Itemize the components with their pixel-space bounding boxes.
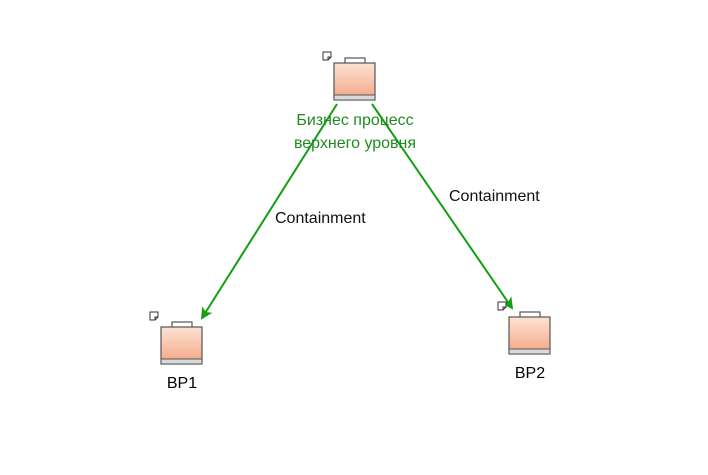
bp2-node-icon[interactable] [497,301,551,355]
bp1-node-icon[interactable] [149,311,203,365]
edge-label-root-bp1: Containment [275,210,366,227]
bp1-node-label[interactable]: BP1 [166,375,198,392]
containment-edge-root-bp1[interactable] [200,103,338,320]
edge-label-root-bp2: Containment [449,188,540,205]
note-marker-icon [322,51,332,61]
root-node-label-line2: верхнего уровня [293,135,417,152]
note-marker-icon [497,301,507,311]
root-node-label[interactable]: Бизнес процесс верхнего уровня [294,109,416,155]
containment-edge-root-bp2[interactable] [371,103,514,310]
bp2-node-label[interactable]: BP2 [514,365,546,382]
note-marker-icon [149,311,159,321]
root-node-label-line1: Бизнес процесс [296,112,414,129]
root-node-icon[interactable] [322,51,376,101]
